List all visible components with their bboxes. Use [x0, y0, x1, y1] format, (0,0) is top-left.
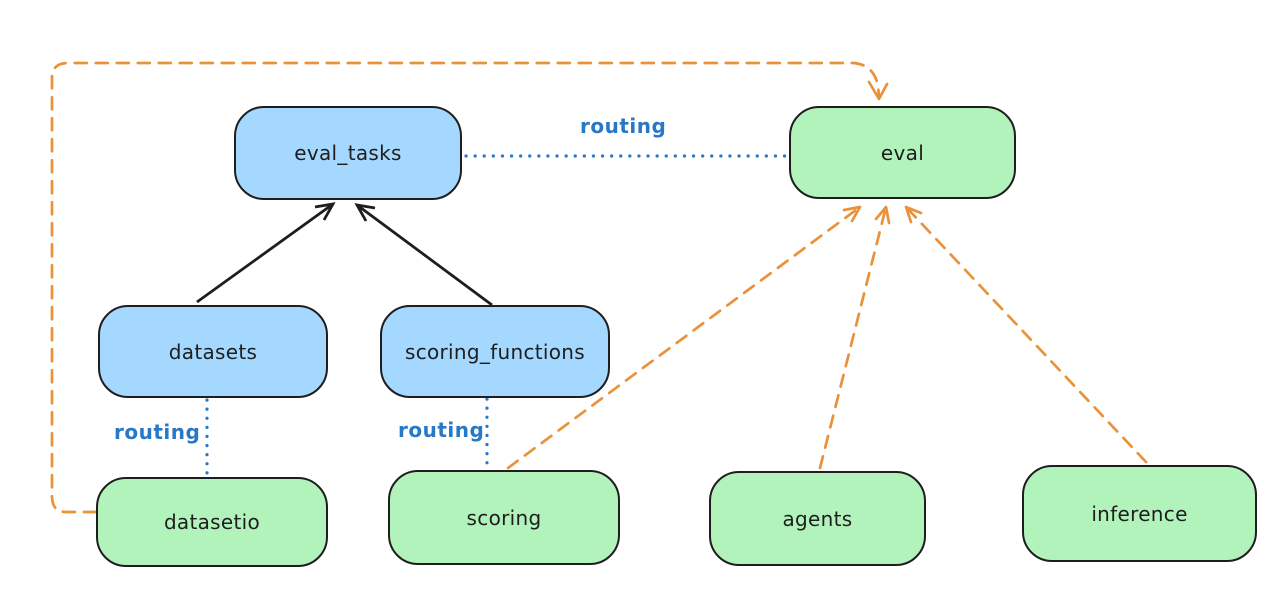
node-datasetio: datasetio	[96, 477, 328, 567]
arrowhead-scoring_functions-to-eval_tasks	[354, 203, 376, 222]
node-eval: eval	[789, 106, 1016, 199]
arrowhead-datasetio-to-eval	[867, 80, 889, 101]
edge-label-routing-eval: routing	[580, 114, 667, 138]
node-datasetio-label: datasetio	[163, 510, 261, 534]
node-inference: inference	[1022, 465, 1257, 562]
arrowhead-agents-to-eval	[874, 205, 891, 225]
edge-label-routing-scoring: routing	[398, 418, 485, 442]
node-datasets: datasets	[98, 305, 328, 398]
node-datasets-label: datasets	[168, 339, 258, 364]
edge-agents-to-eval	[818, 205, 888, 470]
edge-label-routing-datasetio: routing	[114, 420, 201, 444]
node-inference-label: inference	[1091, 501, 1188, 526]
node-eval_tasks-label: eval_tasks	[294, 141, 402, 165]
node-agents: agents	[709, 471, 926, 566]
node-scoring_functions-label: scoring_functions	[404, 339, 586, 364]
edge-datasets-to-eval_tasks	[196, 202, 334, 304]
node-scoring_functions: scoring_functions	[380, 305, 610, 398]
arrowhead-datasets-to-eval_tasks	[314, 202, 336, 221]
node-agents-label: agents	[782, 506, 853, 531]
edge-datasetio-to-eval	[50, 61, 881, 514]
edge-inference-to-eval	[904, 205, 1148, 464]
arrowhead-scoring-to-eval	[842, 205, 862, 223]
arrowhead-inference-to-eval	[904, 205, 923, 224]
edge-scoring_functions-to-eval_tasks	[356, 203, 493, 307]
node-eval_tasks: eval_tasks	[234, 106, 462, 200]
node-scoring-label: scoring	[466, 505, 542, 530]
node-eval-label: eval	[880, 140, 925, 165]
node-scoring: scoring	[388, 470, 620, 565]
